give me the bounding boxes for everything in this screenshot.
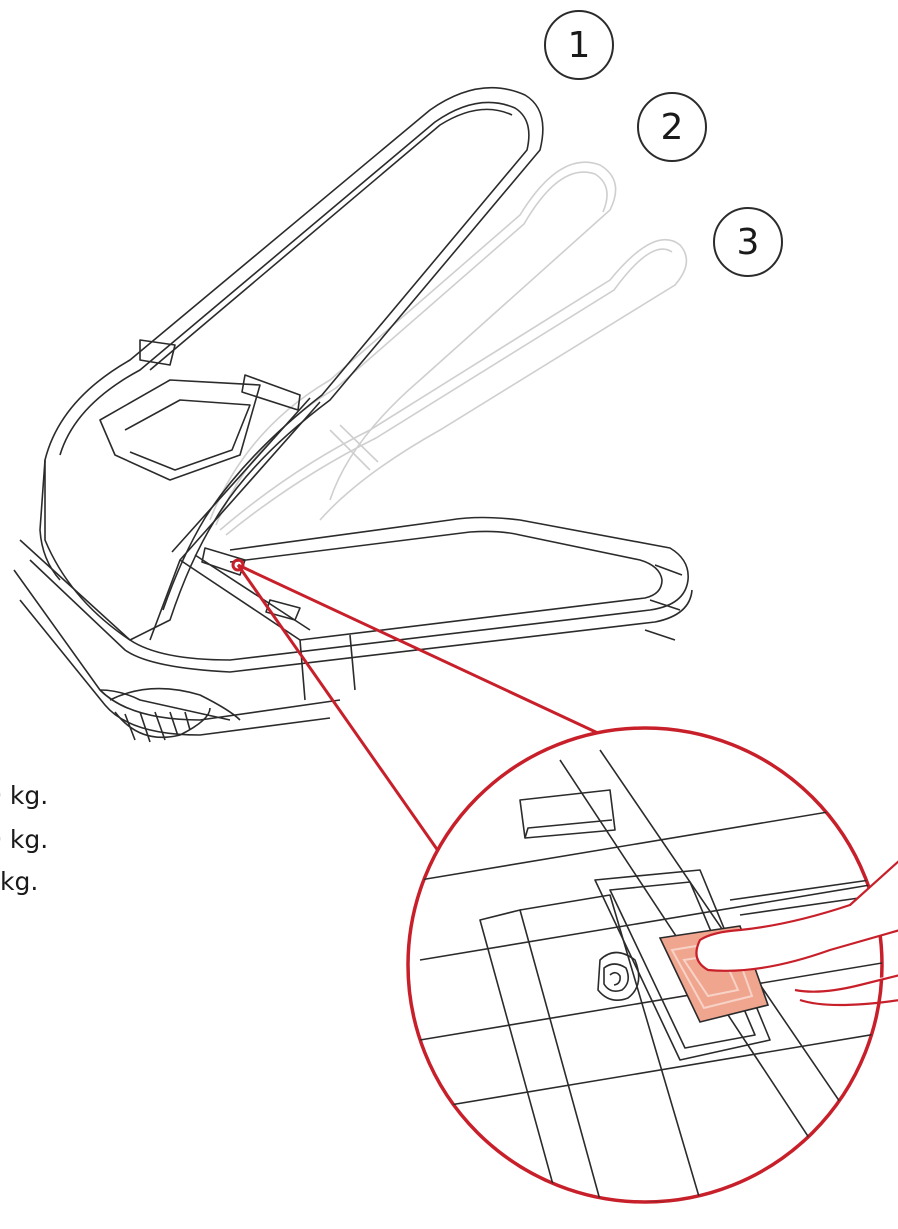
step-badge-3: 3 <box>713 207 783 277</box>
weight-line-1: 9 kg. <box>0 781 49 810</box>
ghost-seat-position-2 <box>209 161 617 521</box>
step-badge-1: 1 <box>544 10 614 80</box>
finger-press-icon <box>695 860 898 1007</box>
ghost-seat-positions <box>209 161 688 536</box>
main-seat <box>39 86 544 641</box>
step-badge-2: 2 <box>637 92 707 162</box>
weight-line-2: 9 kg. <box>0 825 49 854</box>
callout-leader-lines <box>231 558 631 876</box>
weight-line-3: kg. <box>0 867 39 896</box>
base-frame <box>13 516 693 743</box>
ghost-seat-position-3 <box>219 238 688 531</box>
